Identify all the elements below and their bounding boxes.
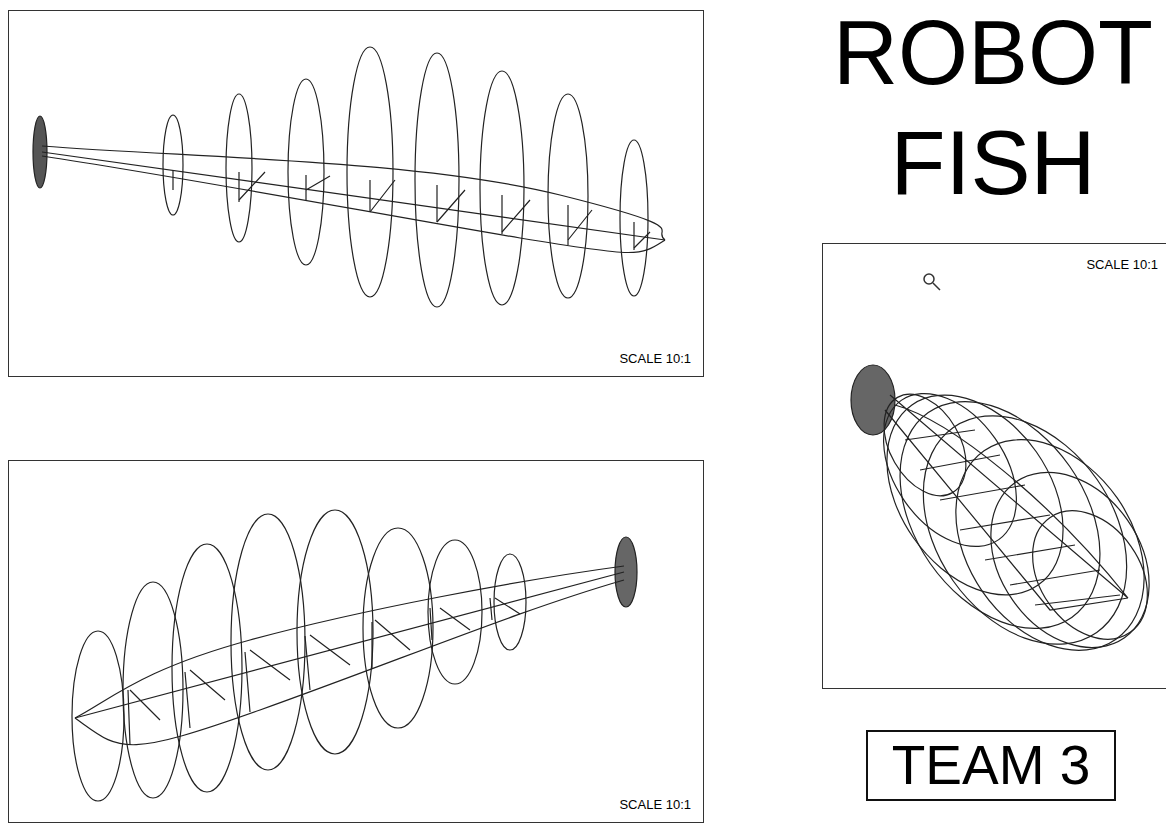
view-panel: SCALE 10:1 — [8, 10, 704, 377]
view-panel: SCALE 10:1 — [8, 460, 704, 823]
scale-label: SCALE 10:1 — [1086, 258, 1158, 272]
fish-side-view — [33, 47, 665, 307]
fish-oblique-view — [850, 362, 1166, 686]
scale-label: SCALE 10:1 — [619, 352, 691, 366]
fish-side-view — [72, 510, 637, 801]
team-box: TEAM 3 — [866, 730, 1116, 801]
team-label: TEAM 3 — [892, 735, 1091, 796]
view-panel: SCALE 10:1 — [822, 243, 1166, 689]
magnifier-icon — [924, 274, 940, 290]
scale-label: SCALE 10:1 — [619, 798, 691, 812]
title: ROBOT FISH — [823, 0, 1163, 218]
